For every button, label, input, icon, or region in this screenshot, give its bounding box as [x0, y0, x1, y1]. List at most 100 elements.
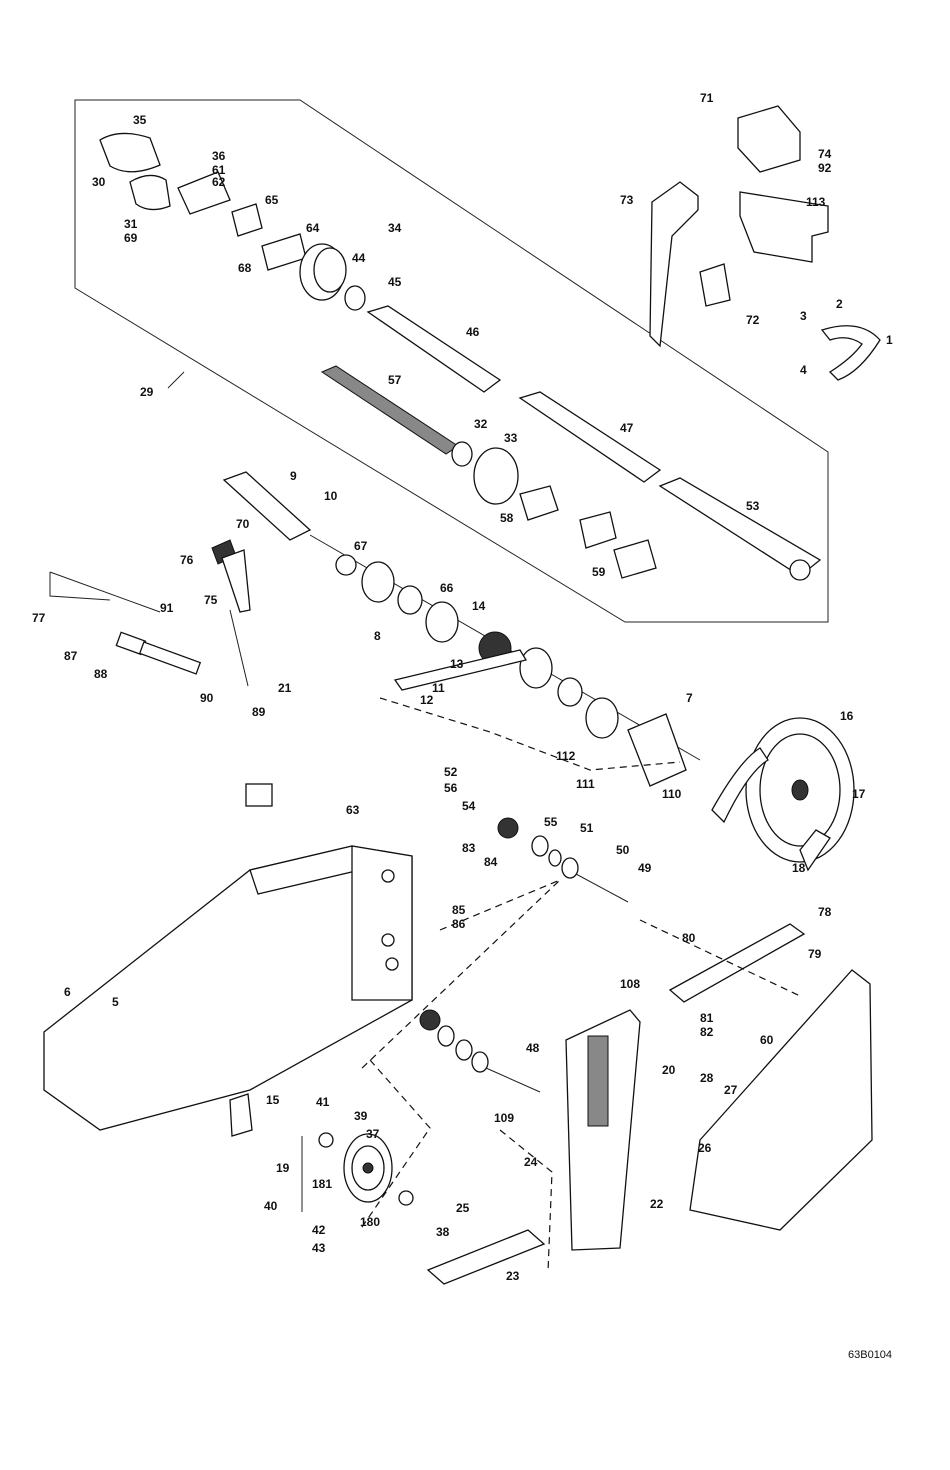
- part-label-112: 112: [556, 749, 576, 763]
- part-label-5: 5: [112, 995, 119, 1009]
- dashed-guide-lines: [359, 697, 801, 1273]
- part-label-74: 74: [818, 147, 832, 161]
- part-label-23: 23: [506, 1269, 520, 1283]
- left-linkage: [49, 539, 251, 687]
- part-label-42: 42: [312, 1223, 326, 1237]
- part-label-108: 108: [620, 977, 640, 991]
- part-label-72: 72: [746, 313, 760, 327]
- sprocket-assemblies: [419, 817, 629, 1093]
- part-label-7: 7: [686, 691, 693, 705]
- part-label-54: 54: [462, 799, 476, 813]
- part-label-60: 60: [760, 1033, 774, 1047]
- part-label-64: 64: [306, 221, 320, 235]
- part-label-58: 58: [500, 511, 514, 525]
- part-label-90: 90: [200, 691, 214, 705]
- part-label-66: 66: [440, 581, 454, 595]
- part-label-41: 41: [316, 1095, 330, 1109]
- part-label-113: 113: [806, 195, 826, 209]
- middle-shaft-assembly: [222, 471, 701, 787]
- part-label-29: 29: [140, 385, 154, 399]
- part-label-68: 68: [238, 261, 252, 275]
- part-label-87: 87: [64, 649, 78, 663]
- side-panel: [426, 1009, 641, 1285]
- part-label-22: 22: [650, 1197, 664, 1211]
- part-label-85: 85: [452, 903, 466, 917]
- part-label-10: 10: [324, 489, 338, 503]
- part-label-2: 2: [836, 297, 843, 311]
- part-label-8: 8: [374, 629, 381, 643]
- part-label-110: 110: [662, 787, 682, 801]
- part-label-69: 69: [124, 231, 138, 245]
- part-label-37: 37: [366, 1127, 380, 1141]
- part-label-18: 18: [792, 861, 806, 875]
- part-label-45: 45: [388, 275, 402, 289]
- part-label-20: 20: [662, 1063, 676, 1077]
- part-label-44: 44: [352, 251, 366, 265]
- part-label-51: 51: [580, 821, 594, 835]
- part-label-62: 62: [212, 175, 226, 189]
- drawing-code: 63B0104: [848, 1349, 893, 1361]
- part-label-57: 57: [388, 373, 402, 387]
- part-label-11: 11: [432, 681, 445, 695]
- part-label-17: 17: [852, 787, 866, 801]
- part-label-180: 180: [360, 1215, 380, 1229]
- part-label-81: 81: [700, 1011, 714, 1025]
- part-label-77: 77: [32, 611, 46, 625]
- part-label-47: 47: [620, 421, 634, 435]
- part-label-3: 3: [800, 309, 807, 323]
- part-label-76: 76: [180, 553, 194, 567]
- skid-79: [668, 923, 806, 1003]
- divider-60: [689, 969, 873, 1231]
- part-label-59: 59: [592, 565, 606, 579]
- part-label-48: 48: [526, 1041, 540, 1055]
- part-label-43: 43: [312, 1241, 326, 1255]
- part-label-88: 88: [94, 667, 108, 681]
- lower-pulley: [301, 1132, 414, 1212]
- part-label-36: 36: [212, 149, 226, 163]
- part-label-80: 80: [682, 931, 696, 945]
- part-label-46: 46: [466, 325, 480, 339]
- part-label-31: 31: [124, 217, 138, 231]
- part-label-6: 6: [64, 985, 71, 999]
- part-label-33: 33: [504, 431, 518, 445]
- part-label-83: 83: [462, 841, 476, 855]
- part-label-65: 65: [265, 193, 279, 207]
- part-label-75: 75: [204, 593, 218, 607]
- part-label-34: 34: [388, 221, 402, 235]
- part-label-79: 79: [808, 947, 822, 961]
- part-label-15: 15: [266, 1093, 280, 1107]
- part-label-13: 13: [450, 657, 464, 671]
- part-label-111: 111: [576, 777, 595, 791]
- part-label-35: 35: [133, 113, 147, 127]
- pulley-16: [711, 717, 855, 872]
- part-label-25: 25: [456, 1201, 470, 1215]
- part-label-82: 82: [700, 1025, 714, 1039]
- part-label-1: 1: [886, 333, 893, 347]
- part-label-4: 4: [800, 363, 807, 377]
- part-label-55: 55: [544, 815, 558, 829]
- part-label-9: 9: [290, 469, 297, 483]
- part-label-50: 50: [616, 843, 630, 857]
- part-label-61: 61: [212, 163, 226, 177]
- part-label-109: 109: [494, 1111, 514, 1125]
- part-label-84: 84: [484, 855, 498, 869]
- part-label-71: 71: [700, 91, 714, 105]
- part-label-78: 78: [818, 905, 832, 919]
- part-label-63: 63: [346, 803, 360, 817]
- part-label-24: 24: [524, 1155, 538, 1169]
- header-frame: [43, 783, 413, 1137]
- part-label-14: 14: [472, 599, 486, 613]
- part-label-30: 30: [92, 175, 106, 189]
- part-label-53: 53: [746, 499, 760, 513]
- part-label-91: 91: [160, 601, 174, 615]
- driveshaft-group-outline: [74, 99, 829, 623]
- part-label-70: 70: [236, 517, 250, 531]
- part-label-56: 56: [444, 781, 458, 795]
- part-label-86: 86: [452, 917, 466, 931]
- part-label-181: 181: [312, 1177, 332, 1191]
- part-label-49: 49: [638, 861, 652, 875]
- part-label-19: 19: [276, 1161, 290, 1175]
- part-label-89: 89: [252, 705, 266, 719]
